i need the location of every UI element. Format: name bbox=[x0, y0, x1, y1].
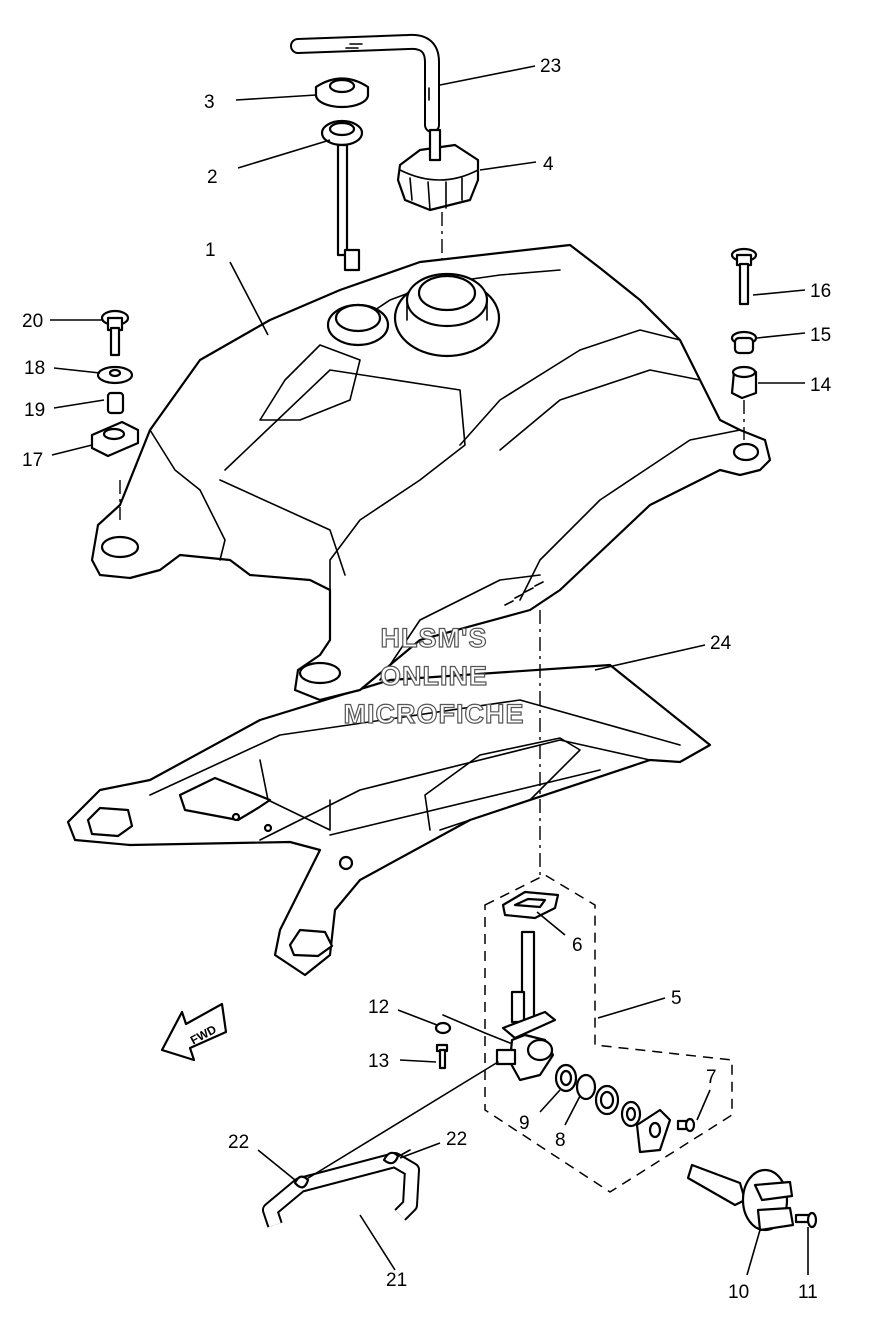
forward-arrow-icon: FWD bbox=[160, 1002, 228, 1062]
callout-12: 12 bbox=[368, 997, 389, 1018]
left-mount-hardware bbox=[90, 309, 140, 458]
callout-1: 1 bbox=[205, 240, 216, 261]
callout-21: 21 bbox=[386, 1270, 407, 1291]
callout-2: 2 bbox=[207, 167, 218, 188]
cock-mount-hardware bbox=[434, 1014, 511, 1070]
breather-hose bbox=[290, 33, 440, 133]
callout-6: 6 bbox=[572, 935, 583, 956]
tank-bracket bbox=[66, 663, 712, 977]
fuel-cock-lever bbox=[686, 1163, 818, 1232]
callout-18: 18 bbox=[24, 358, 45, 379]
callout-16: 16 bbox=[810, 281, 831, 302]
fuel-hose bbox=[262, 1061, 499, 1228]
watermark-line-3: MICROFICHE bbox=[344, 699, 525, 729]
callout-20: 20 bbox=[22, 311, 43, 332]
callout-9: 9 bbox=[519, 1113, 530, 1134]
callout-24: 24 bbox=[710, 633, 732, 654]
callout-3: 3 bbox=[204, 92, 215, 113]
callout-19: 19 bbox=[24, 400, 45, 421]
callout-5: 5 bbox=[671, 988, 682, 1009]
watermark-line-2: ONLINE bbox=[380, 661, 488, 691]
callout-17: 17 bbox=[22, 450, 43, 471]
callout-11: 11 bbox=[798, 1282, 818, 1303]
watermark: HLSM'S ONLINE MICROFICHE bbox=[343, 622, 525, 729]
callout-15: 15 bbox=[810, 325, 831, 346]
fuel-tank bbox=[90, 243, 772, 702]
callout-7: 7 bbox=[706, 1067, 717, 1088]
fuel-cap bbox=[396, 128, 480, 212]
callout-8: 8 bbox=[555, 1130, 566, 1151]
callout-numbers: 1 2 3 4 5 6 7 8 9 10 11 12 13 14 15 16 1… bbox=[22, 56, 832, 1303]
callout-23: 23 bbox=[540, 56, 561, 77]
fuel-cock-assembly bbox=[484, 874, 733, 1193]
alignment-lines bbox=[119, 212, 745, 880]
right-mount-hardware bbox=[730, 247, 758, 400]
grommet-top bbox=[314, 77, 370, 109]
callout-22-left: 22 bbox=[228, 1132, 249, 1153]
leader-lines bbox=[50, 65, 809, 1276]
watermark-line-1: HLSM'S bbox=[381, 623, 488, 653]
callout-4: 4 bbox=[543, 154, 554, 175]
callout-10: 10 bbox=[728, 1282, 749, 1303]
fuel-level-gauge bbox=[320, 119, 364, 272]
callout-22-right: 22 bbox=[446, 1129, 467, 1150]
callout-14: 14 bbox=[810, 375, 832, 396]
callout-13: 13 bbox=[368, 1051, 389, 1072]
